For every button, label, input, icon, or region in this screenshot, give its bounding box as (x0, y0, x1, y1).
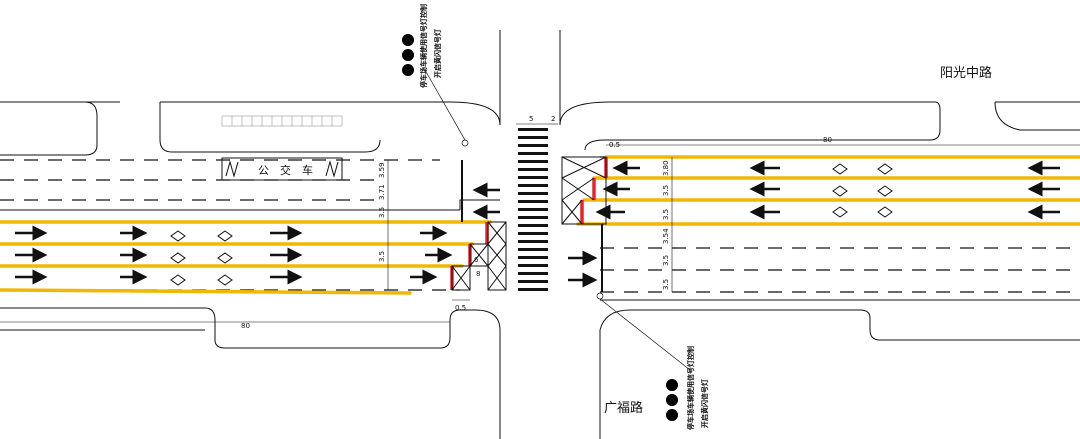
bottom-right-curb (599, 309, 1080, 341)
dim-crosswalk: 5 (529, 115, 533, 123)
dim-left-lane-4: 3.5 (378, 251, 386, 262)
stop-lines (461, 160, 603, 292)
diamonds (170, 163, 893, 286)
dim-right-lane-4: 3.54 (662, 228, 670, 244)
bus-char-2: 交 (280, 163, 291, 177)
dimension-lines (0, 123, 1080, 323)
dimension-labels: 5 2 80 80 0.5 0.5 3.59 3.71 3.5 3.5 3.80… (241, 115, 832, 330)
dim-left-length: 80 (241, 322, 250, 330)
dim-left-lane-1: 3.59 (378, 162, 386, 178)
dim-right-lane-3: 3.5 (662, 209, 670, 220)
x-boxes (451, 156, 607, 291)
dim-right-lane-5: 3.5 (662, 255, 670, 266)
mix-label-2: 8 (476, 270, 480, 278)
parking-strip (221, 115, 343, 127)
top-note-line1: 停车场车辆使用信号灯控制 (419, 4, 428, 88)
bus-char-1: 公 (258, 164, 269, 177)
lane-arrows (15, 160, 1060, 288)
dim-stop-offset: 2 (551, 115, 555, 123)
dim-left-lane-3: 3.5 (378, 207, 386, 218)
dim-right-length: 80 (823, 136, 832, 144)
dim-offset-right: 0.5 (609, 141, 620, 149)
top-right-curb (559, 101, 941, 151)
main-road-name: 阳光中路 (940, 65, 992, 81)
yellow-highlight-lines (0, 155, 1080, 295)
bottom-left-curb (0, 307, 501, 349)
road-edges (0, 30, 1080, 439)
bottom-signal-head (666, 379, 678, 421)
mix-label-1: 6 (474, 256, 479, 264)
dim-right-lane-6: 3.5 (662, 279, 670, 290)
dim-offset-left: 0.5 (455, 304, 466, 312)
dim-left-lane-2: 3.71 (378, 184, 386, 200)
top-left-driveway (0, 101, 98, 156)
cross-road-name: 广福路 (604, 400, 643, 416)
crosswalk (518, 128, 548, 291)
dim-right-lane-2: 3.5 (662, 185, 670, 196)
signal-notes: 停车场车辆使用信号灯控制 开启黄闪信号灯 停车场车辆使用信号灯控制 开启黄闪信号… (419, 4, 709, 430)
signal-leaders (424, 69, 691, 371)
top-right-driveway (994, 101, 1080, 131)
bus-char-3: 车 (302, 163, 313, 177)
dim-right-lane-1: 3.80 (662, 160, 670, 176)
bottom-note-line1: 停车场车辆使用信号灯控制 (686, 346, 695, 430)
bottom-note-line2: 开启黄闪信号灯 (700, 379, 709, 428)
bus-lane-marking: 公 交 车 (221, 157, 343, 181)
top-note-line2: 开启黄闪信号灯 (433, 29, 442, 78)
top-signal-head (402, 34, 414, 76)
top-left-curb (159, 102, 381, 153)
